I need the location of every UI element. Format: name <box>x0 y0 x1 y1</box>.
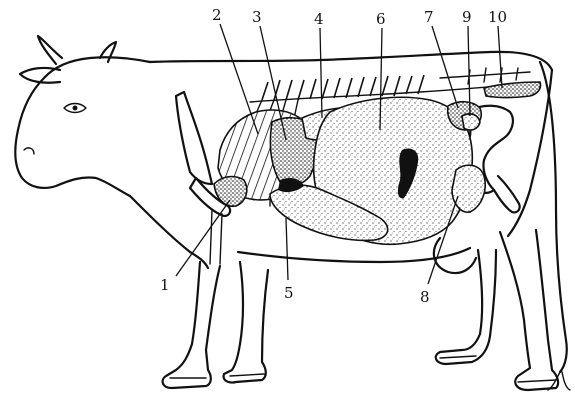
hoof-3 <box>518 380 556 382</box>
label-10: 10 <box>488 8 507 26</box>
leader-4 <box>320 28 322 118</box>
label-6: 6 <box>376 10 386 28</box>
front-leg-far <box>224 262 268 383</box>
hoof-2 <box>230 374 264 376</box>
hoof-4 <box>440 356 476 358</box>
neck-underside <box>130 196 208 268</box>
label-5: 5 <box>284 284 294 302</box>
femur <box>494 176 520 212</box>
label-7: 7 <box>424 8 434 26</box>
leader-7 <box>432 26 458 108</box>
leader-1 <box>176 200 230 276</box>
radius <box>210 210 222 264</box>
nostril <box>24 148 34 154</box>
label-1: 1 <box>160 276 170 294</box>
udder <box>434 238 476 273</box>
horn-left <box>38 36 62 64</box>
organ-1 <box>214 177 247 207</box>
tail <box>540 62 567 372</box>
scapula <box>176 92 212 184</box>
pupil <box>73 106 78 111</box>
hind-leg-far <box>436 250 496 364</box>
label-9: 9 <box>462 8 472 26</box>
horn-right <box>100 42 116 62</box>
head <box>15 57 150 196</box>
leader-5 <box>286 218 288 280</box>
hind-leg-near <box>500 230 558 390</box>
organ-10 <box>484 82 541 98</box>
label-4: 4 <box>314 10 324 28</box>
organ-9 <box>462 114 480 130</box>
back-line <box>150 52 552 70</box>
front-leg-near <box>163 262 220 388</box>
label-8: 8 <box>420 288 430 306</box>
leader-2 <box>220 24 258 134</box>
legs <box>163 230 558 390</box>
organ-8 <box>452 165 485 212</box>
label-2: 2 <box>212 6 222 24</box>
label-3: 3 <box>252 8 262 26</box>
lumbar-spine <box>440 68 530 84</box>
